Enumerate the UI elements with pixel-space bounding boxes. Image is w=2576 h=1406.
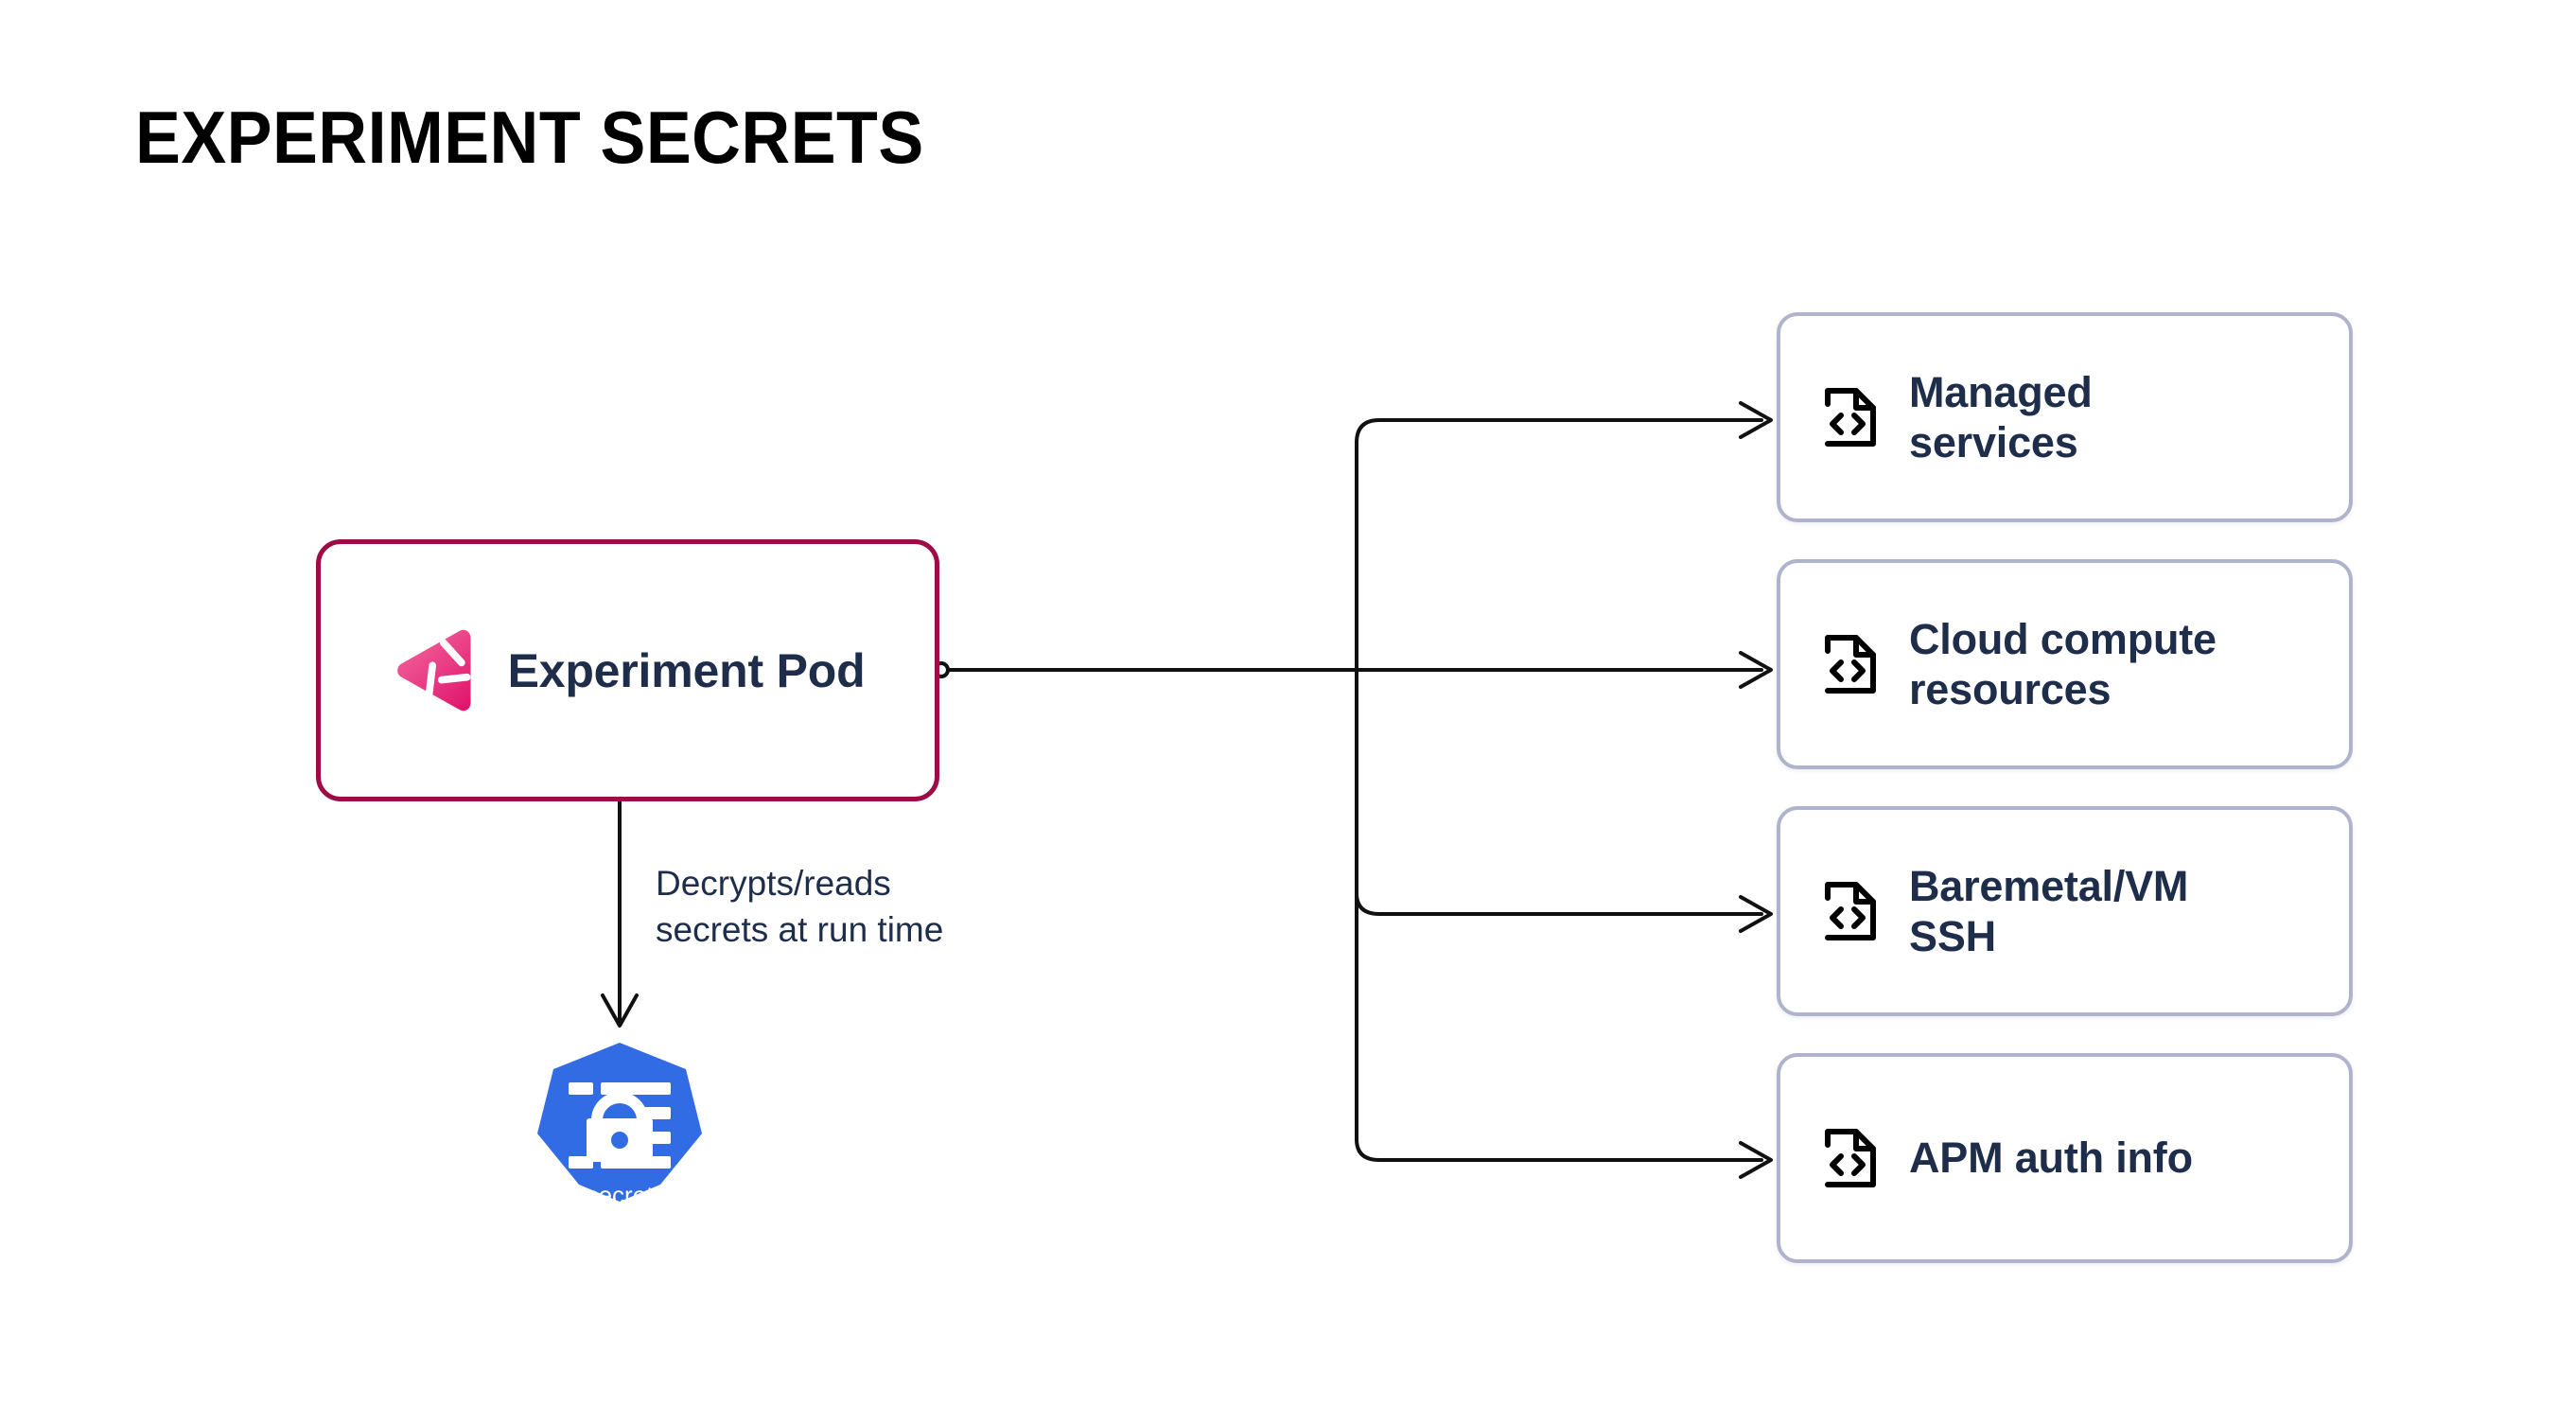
target-card-label: APM auth info [1909, 1133, 2193, 1183]
file-code-icon [1825, 388, 1876, 447]
arrowhead-baremetal-ssh [1739, 895, 1773, 933]
arrowhead-secret [601, 993, 639, 1028]
arrowhead-managed-services [1739, 401, 1773, 439]
target-card-label-line-1: Cloud compute [1909, 614, 2217, 663]
target-card-label: Cloud compute resources [1909, 614, 2217, 714]
page-title: EXPERIMENT SECRETS [135, 96, 924, 179]
edge-annotation: Decrypts/reads secrets at run time [656, 861, 1062, 954]
target-card-baremetal-vm-ssh[interactable]: Baremetal/VM SSH [1777, 806, 2353, 1016]
experiment-pod-label: Experiment Pod [507, 643, 866, 697]
edge-branch-apm-auth [1355, 668, 1763, 1162]
target-card-managed-services[interactable]: Managed services [1777, 312, 2353, 522]
experiment-pod-node[interactable]: Experiment Pod [316, 539, 939, 801]
kubernetes-secret-label: secret [587, 1181, 655, 1209]
target-card-cloud-compute-resources[interactable]: Cloud compute resources [1777, 559, 2353, 769]
target-card-apm-auth-info[interactable]: APM auth info [1777, 1053, 2353, 1263]
edge-annotation-line-1: Decrypts/reads [656, 864, 891, 903]
target-card-label: Baremetal/VM SSH [1909, 861, 2188, 961]
edge-annotation-line-2: secrets at run time [656, 909, 944, 949]
edge-branch-baremetal-ssh [1355, 668, 1763, 916]
target-card-label-line-1: Baremetal/VM [1909, 861, 2189, 910]
target-card-label-line-1: Managed [1909, 367, 2093, 416]
target-card-label-line-2: services [1909, 418, 2078, 466]
file-code-icon [1825, 882, 1876, 940]
target-card-label-line-2: resources [1909, 665, 2112, 713]
kubernetes-secret-icon: secret [537, 1043, 702, 1209]
edge-branch-managed-services [1355, 418, 1763, 672]
file-code-icon [1825, 1129, 1876, 1187]
target-card-label-line-2: SSH [1909, 912, 1996, 960]
file-code-icon [1825, 635, 1876, 694]
kubernetes-secret-node[interactable]: secret [534, 1041, 705, 1221]
target-card-label: Managed services [1909, 367, 2093, 467]
arrowhead-apm-auth [1739, 1141, 1773, 1179]
target-card-label-line-1: APM auth info [1909, 1134, 2193, 1183]
gremlin-logo-icon [396, 629, 471, 711]
arrowhead-cloud-compute [1739, 651, 1773, 689]
